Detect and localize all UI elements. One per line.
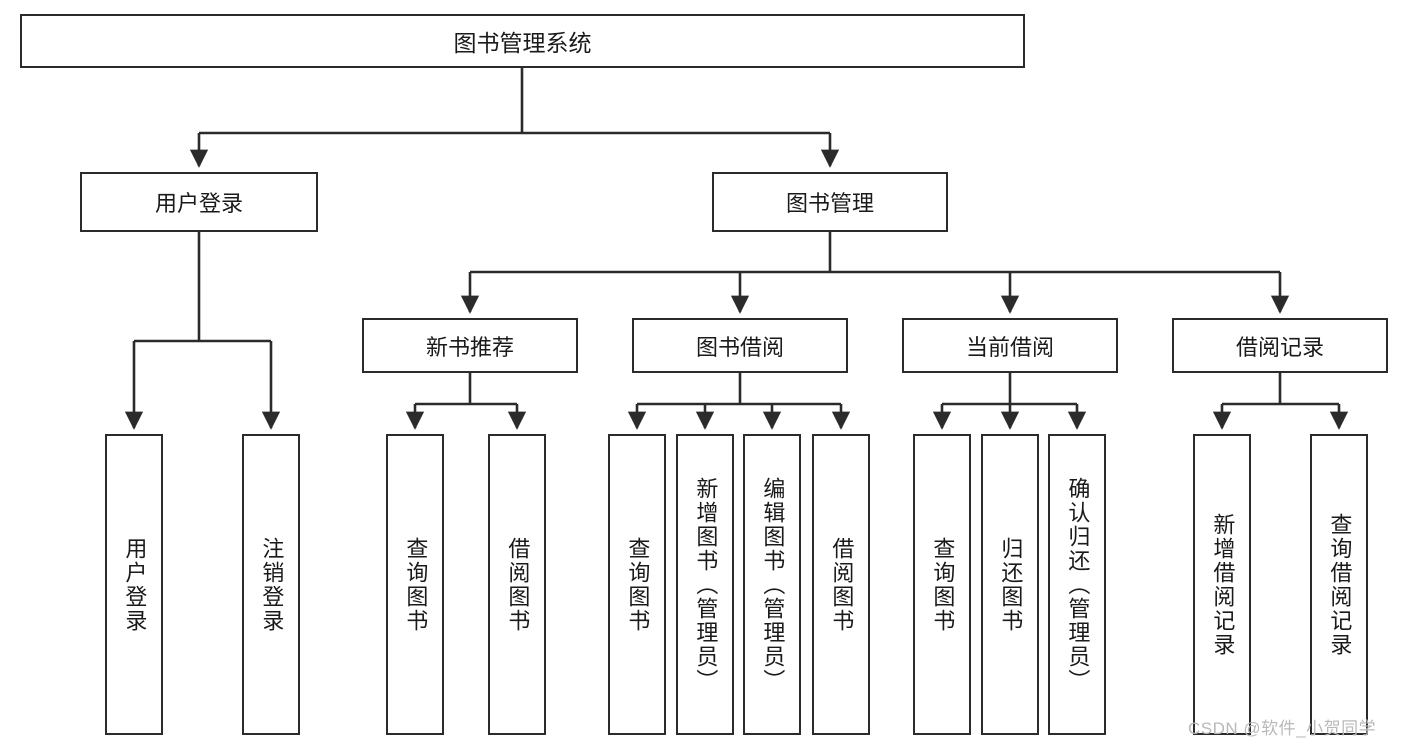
node-new-book-recommend[interactable]: 新书推荐 bbox=[362, 318, 578, 373]
node-current-borrow-label: 当前借阅 bbox=[965, 334, 1054, 360]
leaf-query-book-borrow[interactable]: 查询图书 bbox=[608, 434, 666, 735]
csdn-watermark: CSDN @软件_小贺同学 bbox=[1188, 719, 1377, 738]
node-borrow-record-label: 借阅记录 bbox=[1235, 334, 1324, 360]
leaf-borrow-book-recommend-label: 借阅图书 bbox=[505, 536, 531, 633]
leaf-borrow-book[interactable]: 借阅图书 bbox=[812, 434, 870, 735]
leaf-logout-label: 注销登录 bbox=[259, 536, 285, 633]
leaf-confirm-return-admin-label: 确认归还（管理员） bbox=[1065, 476, 1091, 693]
leaf-edit-book-admin[interactable]: 编辑图书（管理员） bbox=[743, 434, 801, 735]
node-book-borrow[interactable]: 图书借阅 bbox=[632, 318, 848, 373]
node-root[interactable]: 图书管理系统 bbox=[20, 14, 1025, 68]
leaf-logout[interactable]: 注销登录 bbox=[242, 434, 300, 735]
leaf-query-book-borrow-label: 查询图书 bbox=[625, 536, 651, 633]
leaf-borrow-book-recommend[interactable]: 借阅图书 bbox=[488, 434, 546, 735]
leaf-borrow-book-label: 借阅图书 bbox=[829, 536, 855, 633]
node-user-login[interactable]: 用户登录 bbox=[80, 172, 318, 232]
leaf-query-borrow-record-label: 查询借阅记录 bbox=[1327, 512, 1353, 657]
node-book-borrow-label: 图书借阅 bbox=[695, 334, 784, 360]
node-book-management-label: 图书管理 bbox=[785, 191, 874, 216]
node-root-label: 图书管理系统 bbox=[453, 30, 592, 56]
leaf-return-book[interactable]: 归还图书 bbox=[981, 434, 1039, 735]
leaf-query-book-recommend-label: 查询图书 bbox=[403, 536, 429, 633]
node-new-book-recommend-label: 新书推荐 bbox=[425, 334, 514, 360]
node-book-management[interactable]: 图书管理 bbox=[712, 172, 948, 232]
leaf-add-borrow-record[interactable]: 新增借阅记录 bbox=[1193, 434, 1251, 735]
leaf-query-book-current[interactable]: 查询图书 bbox=[913, 434, 971, 735]
leaf-query-borrow-record[interactable]: 查询借阅记录 bbox=[1310, 434, 1368, 735]
node-borrow-record[interactable]: 借阅记录 bbox=[1172, 318, 1388, 373]
leaf-edit-book-admin-label: 编辑图书（管理员） bbox=[760, 476, 786, 693]
leaf-query-book-recommend[interactable]: 查询图书 bbox=[386, 434, 444, 735]
leaf-user-login-label: 用户登录 bbox=[122, 536, 148, 633]
leaf-user-login[interactable]: 用户登录 bbox=[105, 434, 163, 735]
leaf-add-book-admin[interactable]: 新增图书（管理员） bbox=[676, 434, 734, 735]
leaf-confirm-return-admin[interactable]: 确认归还（管理员） bbox=[1048, 434, 1106, 735]
node-current-borrow[interactable]: 当前借阅 bbox=[902, 318, 1118, 373]
leaf-query-book-current-label: 查询图书 bbox=[930, 536, 956, 633]
leaf-add-borrow-record-label: 新增借阅记录 bbox=[1210, 512, 1236, 657]
node-user-login-label: 用户登录 bbox=[154, 191, 243, 216]
leaf-return-book-label: 归还图书 bbox=[998, 536, 1024, 633]
leaf-add-book-admin-label: 新增图书（管理员） bbox=[693, 476, 719, 693]
